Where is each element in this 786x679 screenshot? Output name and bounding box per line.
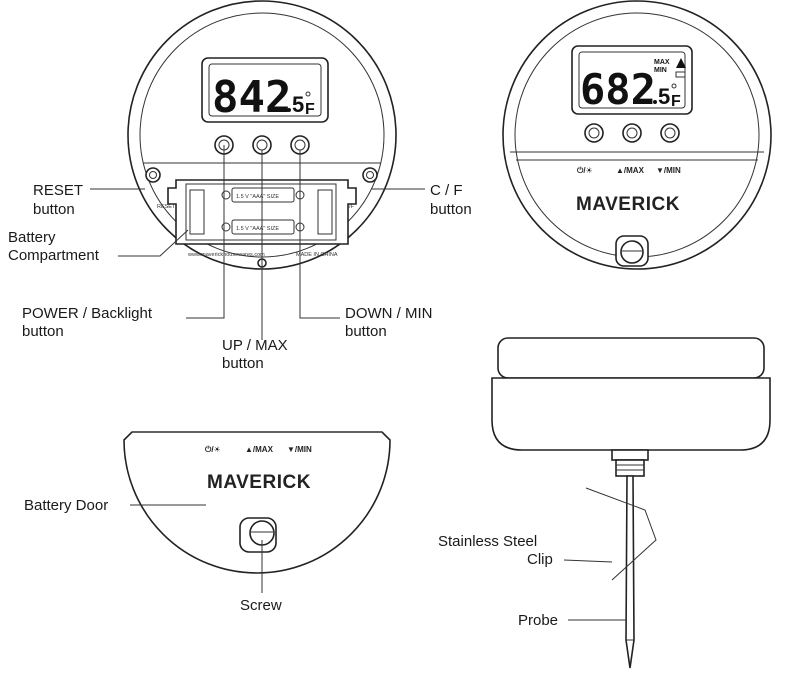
front-view-device: 682 5 F MAX MIN ⏻/☀ ▲/MAX ▼/MIN MAVERICK — [502, 0, 772, 270]
front-down-button[interactable] — [660, 123, 680, 143]
door-max-label: ▲/MAX — [245, 445, 274, 454]
up-max-label-line2: button — [222, 355, 264, 372]
front-lcd-unit: F — [671, 93, 681, 110]
front-lcd-frame — [571, 45, 693, 115]
minus-terminal-icon — [221, 222, 231, 232]
side-top-cap — [497, 337, 765, 379]
front-lcd-digits: 682 — [580, 65, 656, 114]
down-min-label-line1: DOWN / MIN — [345, 305, 433, 322]
front-power-symbol: ⏻/☀ — [577, 166, 593, 175]
power-label-line2: button — [22, 323, 64, 340]
probe-shaft — [625, 475, 635, 669]
back-lcd-screen — [208, 63, 322, 117]
front-min-label: ▼/MIN — [656, 166, 681, 175]
cf-label-line2: button — [430, 201, 472, 218]
steel-clip — [585, 487, 657, 581]
website-text: www.maverickhousewares.com — [187, 252, 265, 258]
power-label-line1: POWER / Backlight — [22, 305, 153, 322]
probe-base — [615, 459, 645, 477]
screw-label: Screw — [240, 597, 282, 614]
front-screw[interactable] — [620, 240, 644, 264]
made-in-text: MADE IN CHINA — [296, 252, 338, 258]
cf-button[interactable] — [362, 167, 378, 183]
cf-label-line1: C / F — [430, 182, 463, 199]
front-lcd-screen — [578, 51, 686, 109]
battery-door-label: Battery Door — [24, 497, 108, 514]
back-lcd-decimal: 5 — [292, 92, 304, 117]
front-max-label: ▲/MAX — [616, 166, 645, 175]
back-lcd-degree — [305, 91, 311, 97]
door-brand-logo: MAVERICK — [207, 472, 311, 493]
door-power-symbol: ⏻/☀ — [205, 445, 221, 454]
battery-2 — [231, 219, 295, 235]
door-min-label: ▼/MIN — [287, 445, 312, 454]
battery-2-label: 1.5 V "AAA" SIZE — [236, 226, 279, 232]
back-lcd-unit: F — [305, 101, 315, 118]
up-max-label-line1: UP / MAX — [222, 337, 288, 354]
back-lcd-digits: 842 — [212, 72, 291, 123]
plus-terminal-icon — [221, 190, 231, 200]
front-lcd-decimal-point — [653, 100, 657, 104]
clip-label-line1: Stainless Steel — [438, 533, 537, 550]
front-lcd-degree — [671, 83, 677, 89]
battery-low-icon — [675, 71, 686, 78]
probe-label: Probe — [518, 612, 558, 629]
reset-tag: RESET — [157, 204, 176, 210]
front-lcd-min: MIN — [654, 67, 667, 74]
down-min-label-line2: button — [345, 323, 387, 340]
back-lcd-decimal-point — [287, 108, 291, 112]
battery-compartment-label-line1: Battery — [8, 229, 56, 246]
reset-label-line1: RESET — [33, 182, 83, 199]
battery-1-label: 1.5 V "AAA" SIZE — [236, 194, 279, 200]
front-lcd-decimal: 5 — [658, 84, 670, 109]
battery-1 — [231, 187, 295, 203]
probe-collar — [611, 449, 649, 461]
front-lcd-max: MAX — [654, 59, 670, 66]
front-brand-logo: MAVERICK — [576, 194, 680, 215]
front-power-button[interactable] — [584, 123, 604, 143]
back-view-device: 842 5 F RESET C/F 1.5 V "AAA" SIZE 1.5 V… — [127, 0, 397, 270]
battery-door-view: ⏻/☀ ▲/MAX ▼/MIN MAVERICK — [123, 431, 391, 574]
back-view-leaders — [90, 145, 425, 340]
side-view-device — [491, 337, 771, 669]
cf-tag: C/F — [345, 204, 355, 210]
back-lcd-frame — [201, 57, 329, 123]
alert-icon — [676, 58, 686, 68]
battery-compartment-label-line2: Compartment — [8, 247, 100, 264]
reset-label-line2: button — [33, 201, 75, 218]
front-up-button[interactable] — [622, 123, 642, 143]
reset-button[interactable] — [145, 167, 161, 183]
side-body — [491, 377, 771, 451]
clip-label-line2: Clip — [527, 551, 553, 568]
